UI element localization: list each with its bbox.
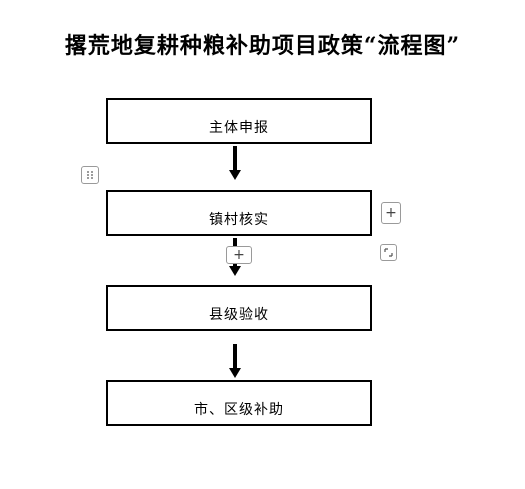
add-below-button[interactable]: + [226,246,252,264]
resize-handle-button[interactable] [380,244,397,261]
flow-step-subsidy: 市、区级补助 [106,380,372,426]
flow-step-label: 主体申报 [209,120,269,136]
add-button[interactable]: + [381,202,401,224]
plus-icon: + [233,247,245,263]
corner-resize-icon [384,248,393,257]
flow-step-label: 镇村核实 [209,212,269,228]
drag-handle-icon [87,171,93,179]
flow-step-acceptance: 县级验收 [106,285,372,331]
flow-step-verify: 镇村核实 [106,190,372,236]
plus-icon: + [385,205,397,221]
flow-step-label: 市、区级补助 [194,402,284,418]
flow-step-apply: 主体申报 [106,98,372,144]
flow-arrow [229,146,241,182]
flow-step-label: 县级验收 [209,307,269,323]
drag-handle-button[interactable] [81,166,99,184]
flow-arrow [229,344,241,380]
page-title: 撂荒地复耕种粮补助项目政策“流程图” [64,33,461,59]
